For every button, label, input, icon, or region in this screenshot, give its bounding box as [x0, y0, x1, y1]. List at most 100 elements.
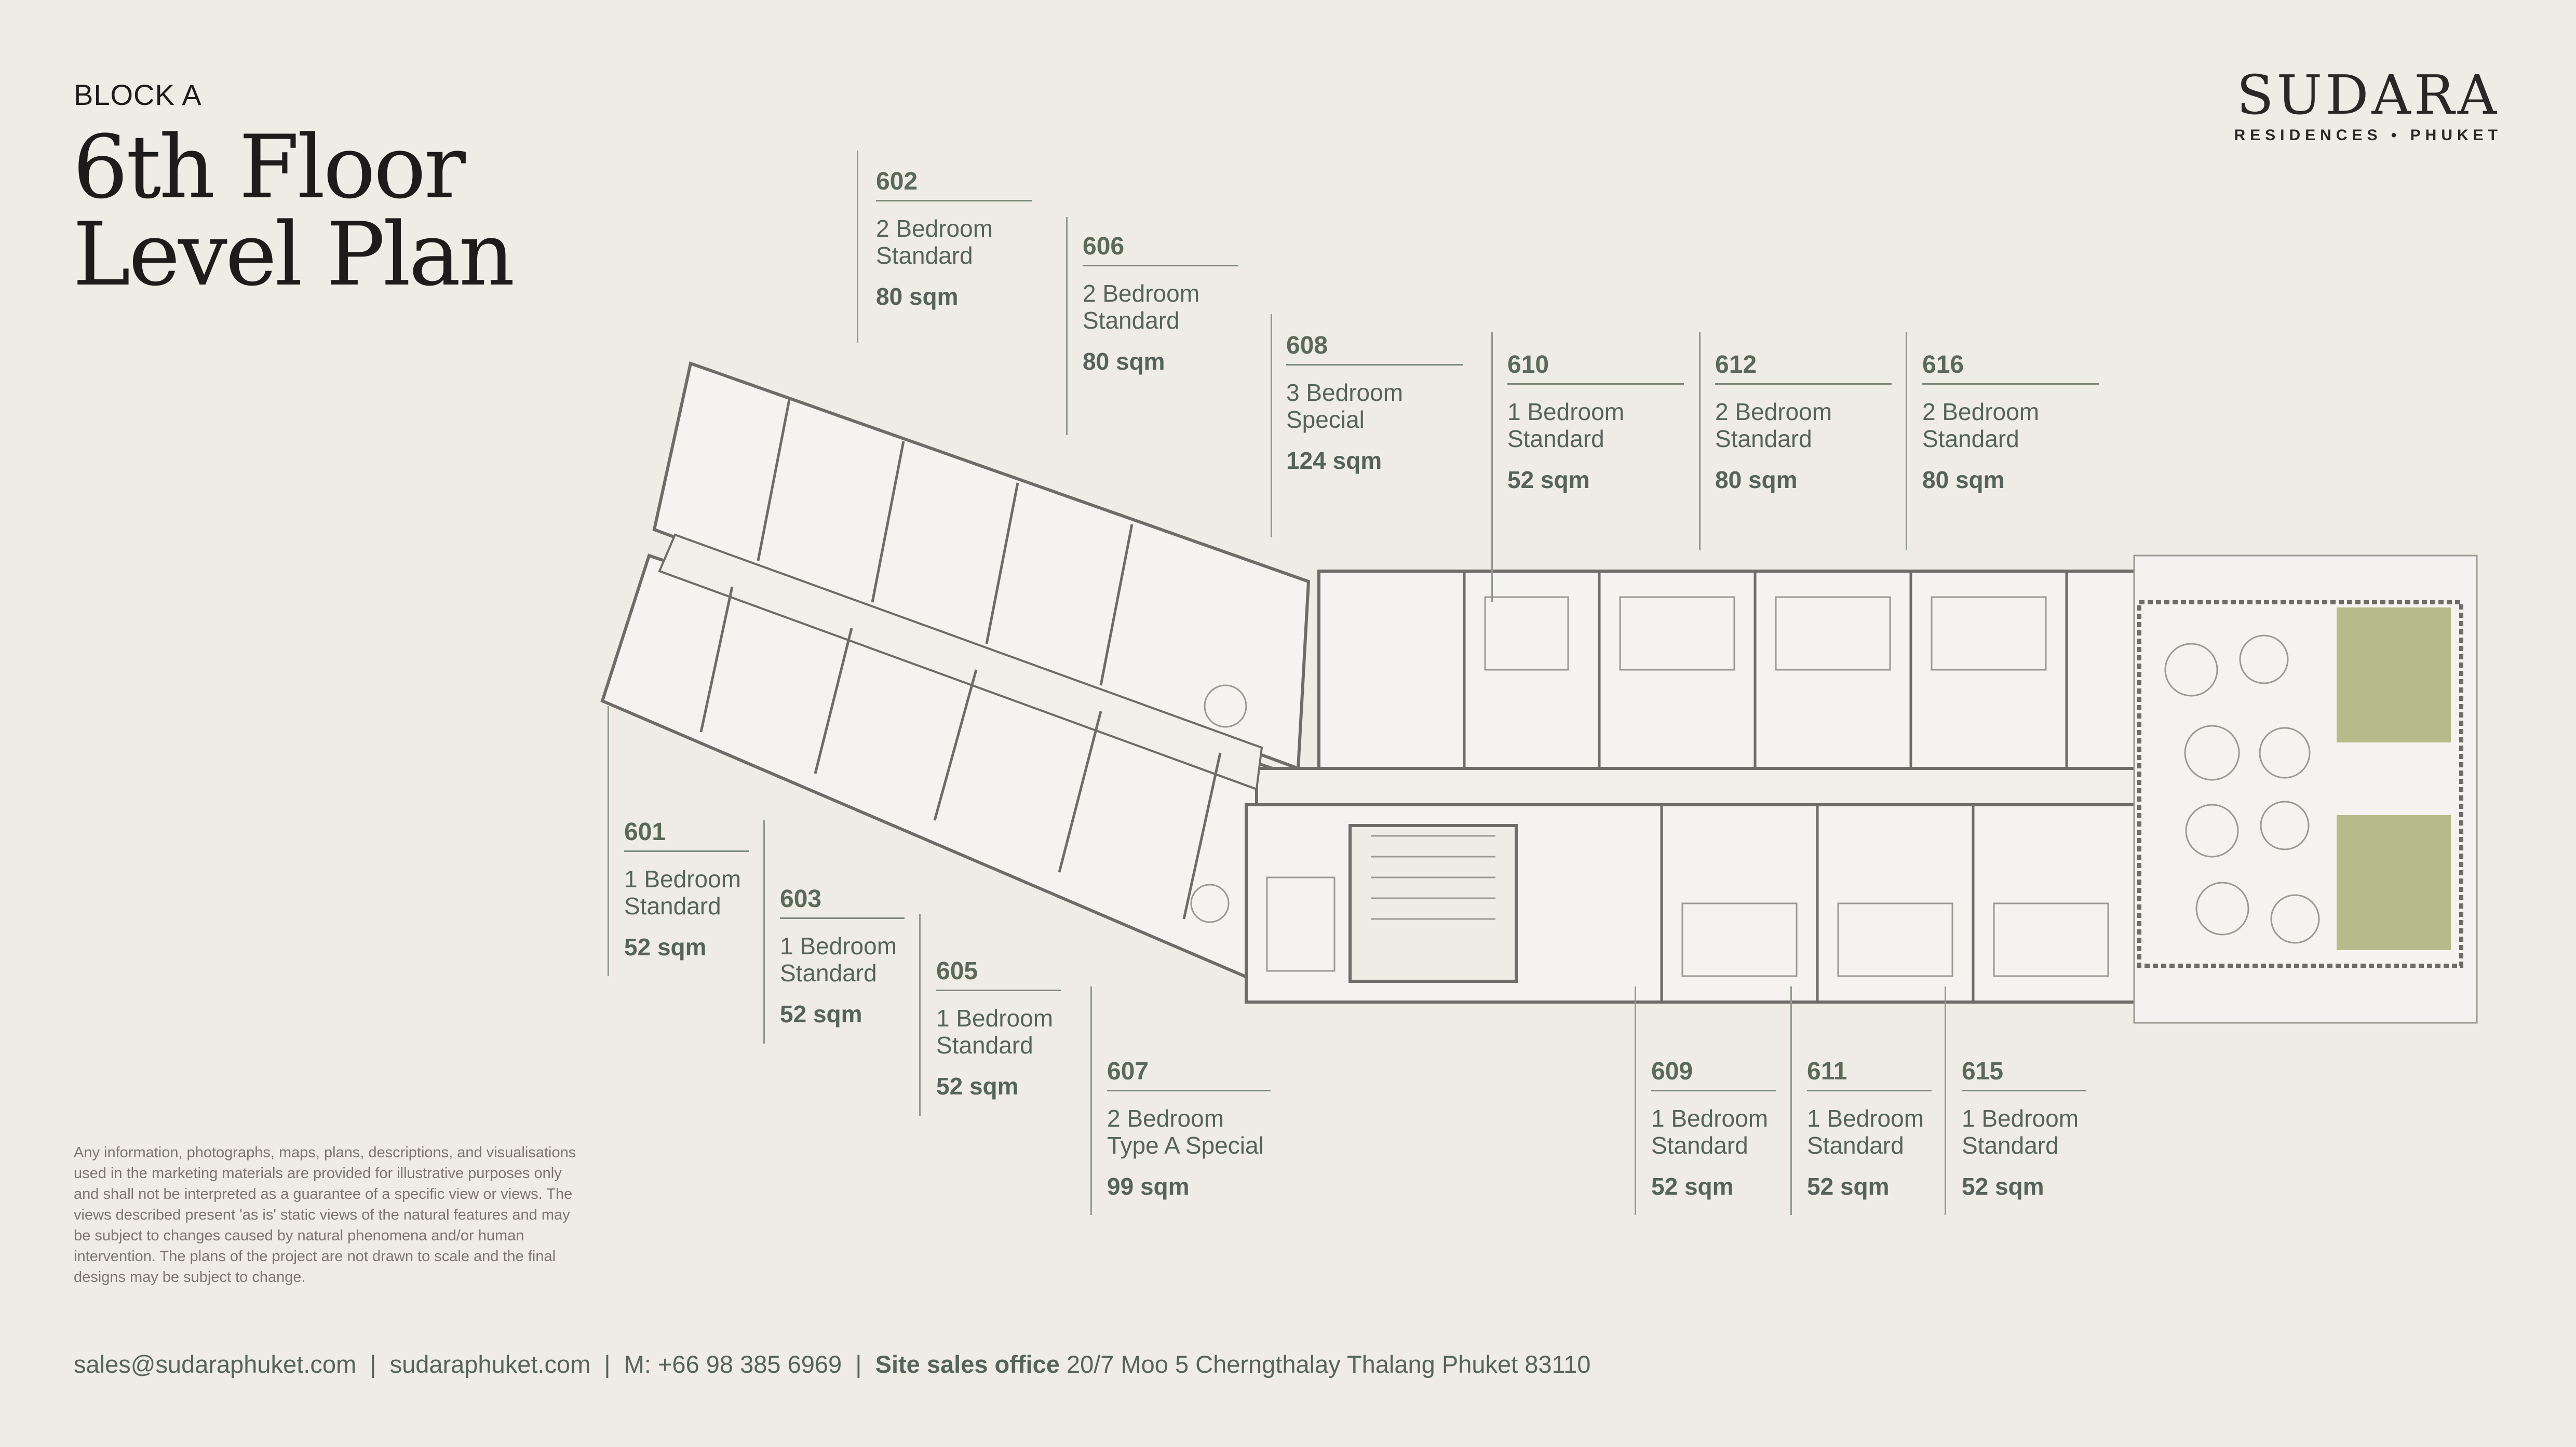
unit-label-611: 611 1 Bedroom Standard 52 sqm: [1807, 1057, 1932, 1200]
leader-606: [1066, 217, 1068, 435]
website-link[interactable]: sudaraphuket.com: [389, 1350, 591, 1378]
leader-601: [608, 706, 609, 976]
leader-616: [1906, 332, 1907, 550]
unit-label-607: 607 2 Bedroom Type A Special 99 sqm: [1107, 1057, 1271, 1200]
unit-type: Standard: [1922, 425, 2019, 452]
unit-number: 605: [936, 957, 978, 985]
unit-area: 52 sqm: [1651, 1173, 1734, 1200]
unit-label-602: 602 2 Bedroom Standard 80 sqm: [876, 167, 1032, 310]
unit-number: 615: [1962, 1058, 2004, 1085]
unit-area: 124 sqm: [1286, 447, 1382, 474]
leader-608: [1271, 314, 1272, 537]
unit-number: 606: [1083, 233, 1125, 260]
unit-rule: [624, 850, 749, 852]
unit-type: 1 Bedroom: [936, 1005, 1054, 1032]
leader-615: [1945, 986, 1946, 1215]
leader-607: [1090, 986, 1092, 1215]
page-title: 6th Floor Level Plan: [73, 116, 515, 305]
unit-type: 1 Bedroom: [1507, 398, 1625, 425]
unit-type: 2 Bedroom: [1922, 398, 2040, 425]
unit-type: 2 Bedroom: [876, 215, 993, 242]
unit-area: 80 sqm: [876, 283, 959, 310]
unit-rule: [1922, 383, 2099, 385]
leader-605: [919, 914, 921, 1116]
unit-type: 1 Bedroom: [624, 866, 741, 892]
leader-611: [1790, 986, 1792, 1215]
unit-rule: [780, 917, 905, 919]
unit-area: 80 sqm: [1715, 466, 1798, 493]
unit-area: 52 sqm: [1507, 466, 1590, 493]
unit-type: 2 Bedroom: [1083, 280, 1200, 307]
unit-number: 607: [1107, 1058, 1149, 1085]
unit-number: 611: [1807, 1058, 1847, 1085]
unit-type: Standard: [780, 959, 877, 986]
leader-610: [1491, 332, 1493, 602]
unit-number: 601: [624, 818, 666, 846]
unit-label-601: 601 1 Bedroom Standard 52 sqm: [624, 818, 749, 961]
leader-602: [857, 151, 858, 343]
leader-603: [763, 820, 765, 1044]
unit-rule: [1807, 1090, 1932, 1091]
separator: |: [604, 1350, 611, 1378]
unit-area: 99 sqm: [1107, 1173, 1190, 1200]
block-label: BLOCK A: [74, 78, 202, 111]
unit-label-603: 603 1 Bedroom Standard 52 sqm: [780, 885, 905, 1028]
unit-number: 602: [876, 168, 918, 195]
unit-type: Standard: [1507, 425, 1604, 452]
unit-area: 52 sqm: [624, 934, 707, 961]
unit-label-608: 608 3 Bedroom Special 124 sqm: [1286, 331, 1463, 475]
unit-label-615: 615 1 Bedroom Standard 52 sqm: [1962, 1057, 2086, 1200]
email-link[interactable]: sales@sudaraphuket.com: [74, 1350, 357, 1378]
unit-label-609: 609 1 Bedroom Standard 52 sqm: [1651, 1057, 1776, 1200]
logo-subtitle: RESIDENCES • PHUKET: [2234, 127, 2502, 144]
unit-number: 616: [1922, 351, 1964, 378]
unit-rule: [1507, 383, 1684, 385]
unit-rule: [936, 990, 1061, 991]
unit-rule: [1286, 364, 1463, 366]
unit-number: 608: [1286, 332, 1328, 359]
brand-logo: SUDARA RESIDENCES • PHUKET: [2234, 66, 2502, 144]
unit-label-612: 612 2 Bedroom Standard 80 sqm: [1715, 350, 1892, 494]
title-line-1: 6th Floor: [73, 116, 466, 218]
unit-label-605: 605 1 Bedroom Standard 52 sqm: [936, 957, 1061, 1100]
unit-type: Standard: [1807, 1132, 1904, 1159]
unit-type: Type A Special: [1107, 1132, 1264, 1159]
unit-area: 52 sqm: [1807, 1173, 1890, 1200]
unit-number: 612: [1715, 351, 1757, 378]
unit-type: Standard: [876, 242, 973, 269]
leader-612: [1699, 332, 1701, 550]
unit-type: Standard: [1083, 307, 1180, 334]
title-line-2: Level Plan: [73, 204, 515, 305]
unit-type: 1 Bedroom: [780, 932, 897, 959]
office-label: Site sales office: [875, 1350, 1060, 1378]
unit-type: 1 Bedroom: [1807, 1105, 1924, 1132]
unit-rule: [1962, 1090, 2086, 1091]
unit-type: 3 Bedroom: [1286, 379, 1404, 406]
unit-area: 52 sqm: [936, 1073, 1019, 1100]
unit-type: Standard: [1962, 1132, 2059, 1159]
unit-type: 1 Bedroom: [1651, 1105, 1769, 1132]
office-address: 20/7 Moo 5 Cherngthalay Thalang Phuket 8…: [1066, 1350, 1591, 1378]
unit-rule: [1715, 383, 1892, 385]
unit-type: 2 Bedroom: [1107, 1105, 1224, 1132]
unit-type: 1 Bedroom: [1962, 1105, 2079, 1132]
unit-label-606: 606 2 Bedroom Standard 80 sqm: [1083, 232, 1238, 375]
floor-plan: [600, 361, 2478, 1024]
separator: |: [370, 1350, 376, 1378]
unit-area: 52 sqm: [1962, 1173, 2044, 1200]
unit-label-610: 610 1 Bedroom Standard 52 sqm: [1507, 350, 1684, 494]
unit-type: Standard: [1651, 1132, 1748, 1159]
phone-number[interactable]: M: +66 98 385 6969: [624, 1350, 842, 1378]
leader-609: [1635, 986, 1636, 1215]
unit-rule: [1083, 265, 1238, 266]
unit-type: Standard: [624, 892, 721, 919]
unit-rule: [1107, 1090, 1271, 1091]
unit-type: Standard: [936, 1032, 1033, 1059]
unit-type: Special: [1286, 406, 1365, 433]
unit-rule: [1651, 1090, 1776, 1091]
unit-number: 610: [1507, 351, 1549, 378]
unit-number: 603: [780, 885, 822, 913]
unit-type: Standard: [1715, 425, 1812, 452]
unit-type: 2 Bedroom: [1715, 398, 1832, 425]
logo-name: SUDARA: [2236, 63, 2500, 127]
